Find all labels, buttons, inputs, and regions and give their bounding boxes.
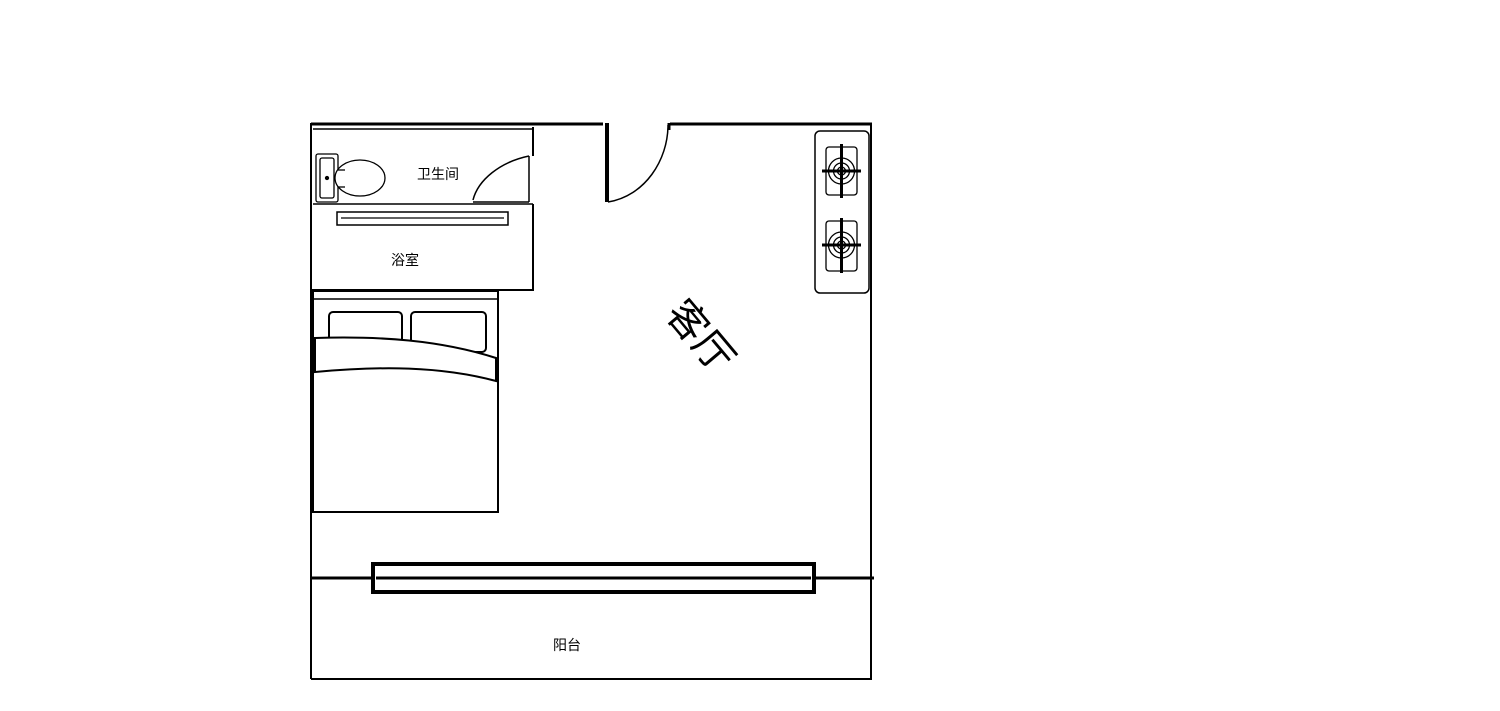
bed-frame	[312, 290, 499, 513]
blanket-top-fold	[314, 336, 497, 383]
bathroom-block	[311, 127, 534, 291]
sliding-door-icon	[371, 562, 816, 594]
shower-bar-outer	[336, 211, 509, 226]
toilet-button	[324, 175, 330, 181]
entrance-door	[605, 123, 671, 203]
room-label-balcony: 阳台	[553, 638, 581, 654]
outer-walls	[310, 122, 874, 680]
stove-counter	[814, 130, 870, 294]
room-label-shower: 浴室	[391, 252, 419, 269]
door-swing-icon	[607, 124, 669, 203]
toilet-icon	[315, 153, 386, 203]
bathroom-door-swing	[472, 155, 530, 201]
room-label-bathroom: 卫生间	[417, 167, 459, 183]
stove-icon	[814, 130, 870, 294]
stove-burner-icon	[822, 218, 861, 273]
shower-bar-icon	[336, 211, 509, 226]
stove-burner-icon	[822, 144, 861, 198]
room-label-living-room: 客厅	[657, 291, 744, 382]
toilet-bowl	[334, 159, 386, 197]
bed-icon	[312, 290, 499, 513]
